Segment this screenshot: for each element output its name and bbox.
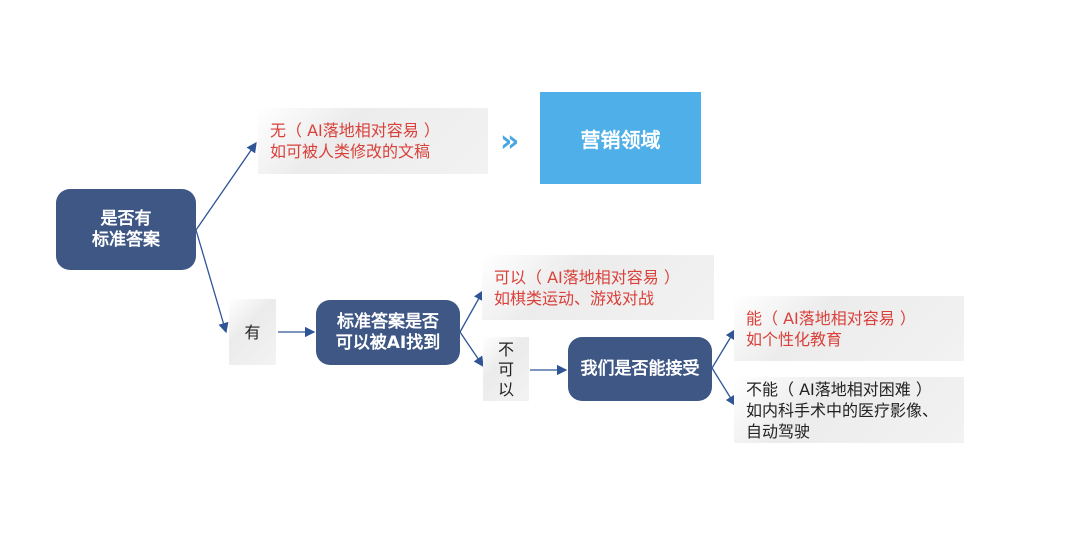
node3-yes-line1: 能（ AI落地相对容易 ） [746,309,916,328]
findable-yes-box: 可以（ AI落地相对容易 ） 如棋类运动、游戏对战 [482,255,714,320]
marketing-domain-box: 营销领域 [540,92,701,184]
no-answer-line1: 无（ AI落地相对容易 ） [270,121,440,140]
root-line2: 标准答案 [92,229,160,250]
acceptable-yes-box: 能（ AI落地相对容易 ） 如个性化教育 [734,296,964,361]
no-char1: 不 [497,340,514,359]
node3-no-line2: 如内科手术中的医疗影像、 [746,401,939,420]
acceptable-no-box: 不能（ AI落地相对困难 ） 如内科手术中的医疗影像、 自动驾驶 [734,377,964,443]
no-answer-line2: 如可被人类修改的文稿 [270,142,431,161]
node3-yes-line2: 如个性化教育 [746,330,843,349]
node3-label: 我们是否能接受 [580,358,700,379]
node2-line1: 标准答案是否 [336,311,439,332]
domain-label: 营销领域 [580,127,661,152]
acceptable-node: 我们是否能接受 [568,337,712,401]
no-char2: 可 [497,360,514,379]
no-standard-answer-box: 无（ AI落地相对容易 ） 如可被人类修改的文稿 [258,108,488,174]
node3-no-line3: 自动驾驶 [746,422,811,441]
root-line1: 是否有 [100,208,152,229]
yes-label: 有 [244,322,261,342]
node2-yes-line2: 如棋类运动、游戏对战 [494,289,655,308]
no-char3: 以 [497,380,514,399]
node2-line2: 可以被AI找到 [335,332,441,353]
node2-yes-line1: 可以（ AI落地相对容易 ） [494,268,680,287]
node3-no-line1: 不能（ AI落地相对困难 ） [746,380,932,399]
findable-no-box: 不 可 以 [483,337,529,401]
findable-by-ai-node: 标准答案是否 可以被AI找到 [316,300,460,365]
root-question-node: 是否有 标准答案 [56,189,196,270]
yes-label-box: 有 [229,299,276,365]
double-chevron-right-icon: » [500,124,520,159]
